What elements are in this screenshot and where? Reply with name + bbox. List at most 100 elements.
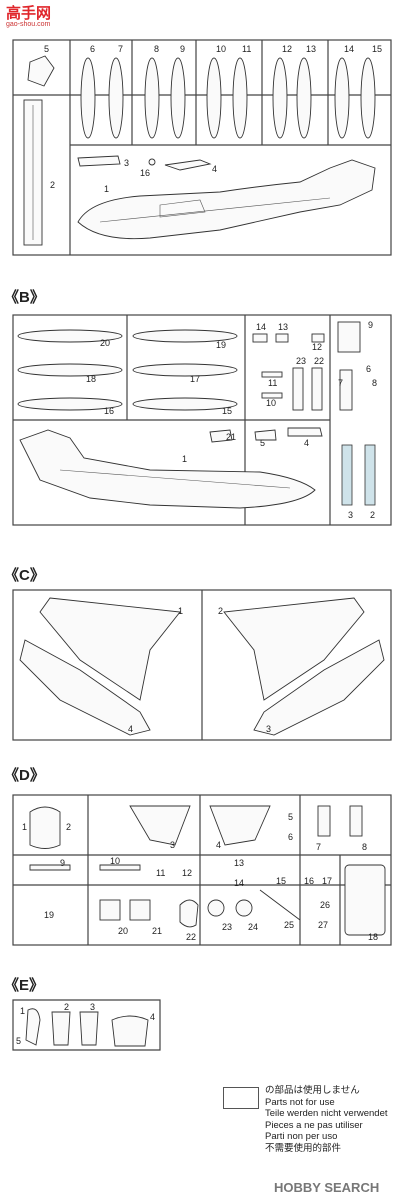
part-d24	[235, 899, 253, 917]
part-c2-wing	[223, 597, 365, 701]
label-e-5: 5	[16, 1036, 21, 1046]
label-a-11: 11	[242, 44, 251, 54]
label-b-2: 2	[370, 510, 375, 520]
label-d-19: 19	[44, 910, 54, 920]
sprue-d-frame	[12, 794, 392, 946]
label-b-9: 9	[368, 320, 373, 330]
part-a-tank	[360, 57, 376, 139]
sprue-d: 1 2 3 4 5 6 7 8 9 10 11 12 13 14 15 16 1…	[12, 794, 392, 946]
label-d-3: 3	[170, 840, 175, 850]
part-a1-fuselage	[77, 159, 376, 240]
label-e-1: 1	[20, 1006, 25, 1016]
label-b-6: 6	[366, 364, 371, 374]
sprue-a: 5 6 7 8 9 10 11 12 13 14 15 3 16 4 1 2	[12, 39, 392, 256]
sprue-a-labels: 5 6 7 8 9 10 11 12 13 14 15 3 16 4 1 2	[44, 44, 382, 194]
label-b-4: 4	[304, 438, 309, 448]
part-e3	[79, 1011, 99, 1046]
label-b-3: 3	[348, 510, 353, 520]
watermark-url: gao-shou.com	[6, 21, 51, 28]
legend-zh: 不需要使用的部件	[265, 1142, 342, 1154]
label-a-1: 1	[104, 184, 109, 194]
label-b-5: 5	[260, 438, 265, 448]
label-d-5: 5	[288, 812, 293, 822]
sprue-b: 20 19 14 13 12 9 18 17 11 23 22 6 8 16 1…	[12, 314, 392, 526]
legend-jp: の部品は使用しません	[265, 1085, 360, 1096]
part-a-tank	[144, 57, 160, 139]
part-a-tank	[232, 57, 248, 139]
label-b-10: 10	[266, 398, 276, 408]
legend-swatch	[223, 1087, 259, 1109]
part-d25	[259, 889, 301, 921]
label-d-14: 14	[234, 878, 244, 888]
label-a-4: 4	[212, 164, 217, 174]
section-e-title: 《E》	[4, 976, 44, 994]
part-d1	[29, 806, 61, 849]
label-a-7: 7	[118, 44, 123, 54]
part-b-tank	[132, 329, 238, 343]
legend-en: Parts not for use	[265, 1096, 335, 1108]
label-c-1: 1	[178, 606, 183, 616]
label-d-6: 6	[288, 832, 293, 842]
part-a-tank	[80, 57, 96, 139]
label-d-4: 4	[216, 840, 221, 850]
label-d-12: 12	[182, 868, 192, 878]
label-d-8: 8	[362, 842, 367, 852]
part-b-tank	[17, 397, 123, 411]
label-a-3: 3	[124, 158, 129, 168]
label-b-13: 13	[278, 322, 288, 332]
label-a-14: 14	[344, 44, 354, 54]
part-d7	[317, 805, 331, 837]
section-c-title: 《C》	[4, 566, 45, 584]
legend-it: Parti non per uso	[265, 1131, 338, 1142]
part-d18	[344, 864, 386, 936]
label-a-16: 16	[140, 168, 150, 178]
label-b-23: 23	[296, 356, 306, 366]
label-a-2: 2	[50, 180, 55, 190]
part-b-tank	[132, 363, 238, 377]
legend: の部品は使用しません Parts not for use Teile werde…	[223, 1085, 388, 1154]
label-b-12: 12	[312, 342, 322, 352]
part-a-tank	[272, 57, 288, 139]
label-b-7: 7	[338, 378, 343, 388]
part-b-small	[209, 321, 376, 506]
label-d-18: 18	[368, 932, 378, 942]
part-a4	[164, 159, 212, 171]
label-e-3: 3	[90, 1002, 95, 1012]
label-d-23: 23	[222, 922, 232, 932]
label-b-18: 18	[86, 374, 96, 384]
label-b-15: 15	[222, 406, 232, 416]
legend-de: Teile werden nicht verwendet	[265, 1108, 388, 1119]
label-a-10: 10	[216, 44, 226, 54]
label-d-2: 2	[66, 822, 71, 832]
watermark-hobbysearch: HOBBY SEARCH	[274, 1180, 380, 1195]
label-d-26: 26	[320, 900, 330, 910]
label-b-11: 11	[268, 378, 277, 388]
label-a-13: 13	[306, 44, 316, 54]
label-d-27: 27	[318, 920, 328, 930]
label-d-1: 1	[22, 822, 27, 832]
label-d-17: 17	[322, 876, 332, 886]
label-e-2: 2	[64, 1002, 69, 1012]
label-c-4: 4	[128, 724, 133, 734]
label-a-6: 6	[90, 44, 95, 54]
part-d8	[349, 805, 363, 837]
part-d22	[179, 899, 199, 928]
watermark-title: 高手网	[6, 5, 52, 22]
part-d23	[207, 899, 225, 917]
label-d-22: 22	[186, 932, 196, 942]
watermark-logo: 高手网 gao-shou.com	[6, 2, 51, 28]
part-c1-wing	[39, 597, 181, 701]
label-c-3: 3	[266, 724, 271, 734]
label-d-10: 10	[110, 856, 120, 866]
part-d4	[209, 805, 271, 846]
part-b-tank	[17, 329, 123, 343]
part-b-tank	[17, 363, 123, 377]
sprue-e-frame	[12, 999, 161, 1051]
label-b-8: 8	[372, 378, 377, 388]
part-a-tank	[206, 57, 222, 139]
part-d10	[99, 864, 141, 871]
part-d9	[29, 864, 71, 871]
part-e4	[111, 1015, 149, 1047]
label-d-21: 21	[152, 926, 162, 936]
